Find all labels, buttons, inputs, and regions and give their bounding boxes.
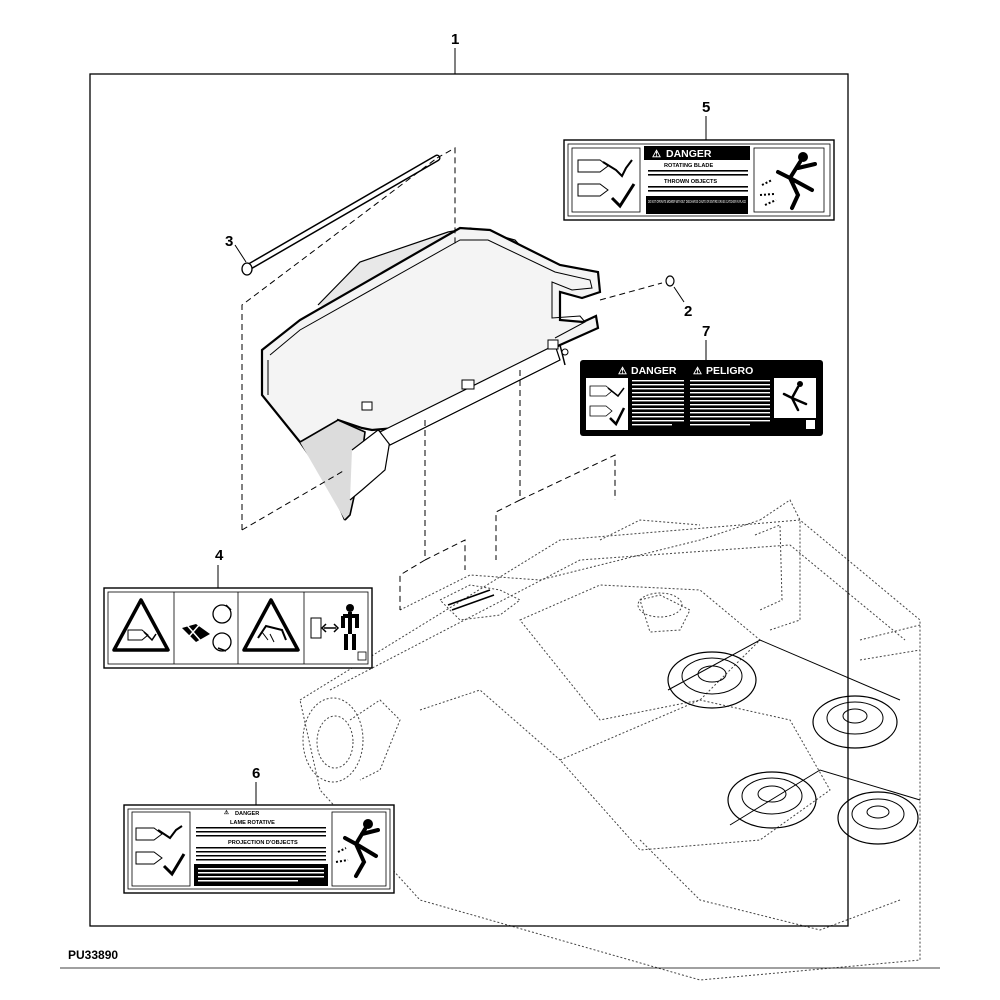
callout-7: 7 [702,323,710,340]
decal-4 [103,587,373,669]
decal-6: ⚠ DANGER LAME ROTATIVE PROJECTION D'OBJE… [123,804,395,894]
rear-bag-shell [260,226,602,521]
decal-5-line1: ROTATING BLADE [664,163,713,169]
decal-7: ⚠ DANGER ⚠ PELIGRO [580,360,823,436]
callout-2: 2 [684,303,692,320]
callout-1: 1 [451,31,459,48]
assembly-guide-lines [241,147,663,610]
assembly-frame [89,73,849,927]
decal-5-header: DANGER [666,148,712,160]
decal-7-header-es: PELIGRO [706,365,753,377]
svg-text:⚠: ⚠ [224,809,230,816]
decal-6-line1: LAME ROTATIVE [230,820,275,826]
callout-3: 3 [225,233,233,250]
svg-text:⚠: ⚠ [652,149,661,160]
rod-part [234,154,441,276]
callout-5: 5 [702,99,710,116]
callout-4: 4 [215,547,224,564]
document-id: PU33890 [68,948,119,962]
decal-5: ⚠ DANGER ROTATING BLADE THROWN OBJECTS D… [563,139,835,221]
callout-6: 6 [252,765,260,782]
mower-deck-drawing [299,499,921,981]
decal-7-header-en: DANGER [631,365,677,377]
clip-part [665,275,685,303]
decal-6-header: DANGER [235,811,259,817]
decal-6-line2: PROJECTION D'OBJECTS [228,840,298,846]
decal-5-line2: THROWN OBJECTS [664,179,717,185]
svg-text:⚠: ⚠ [618,366,627,377]
svg-text:⚠: ⚠ [693,366,702,377]
decal-5-footer: DO NOT OPERATE MOWER WITHOUT DISCHARGE C… [648,199,746,204]
